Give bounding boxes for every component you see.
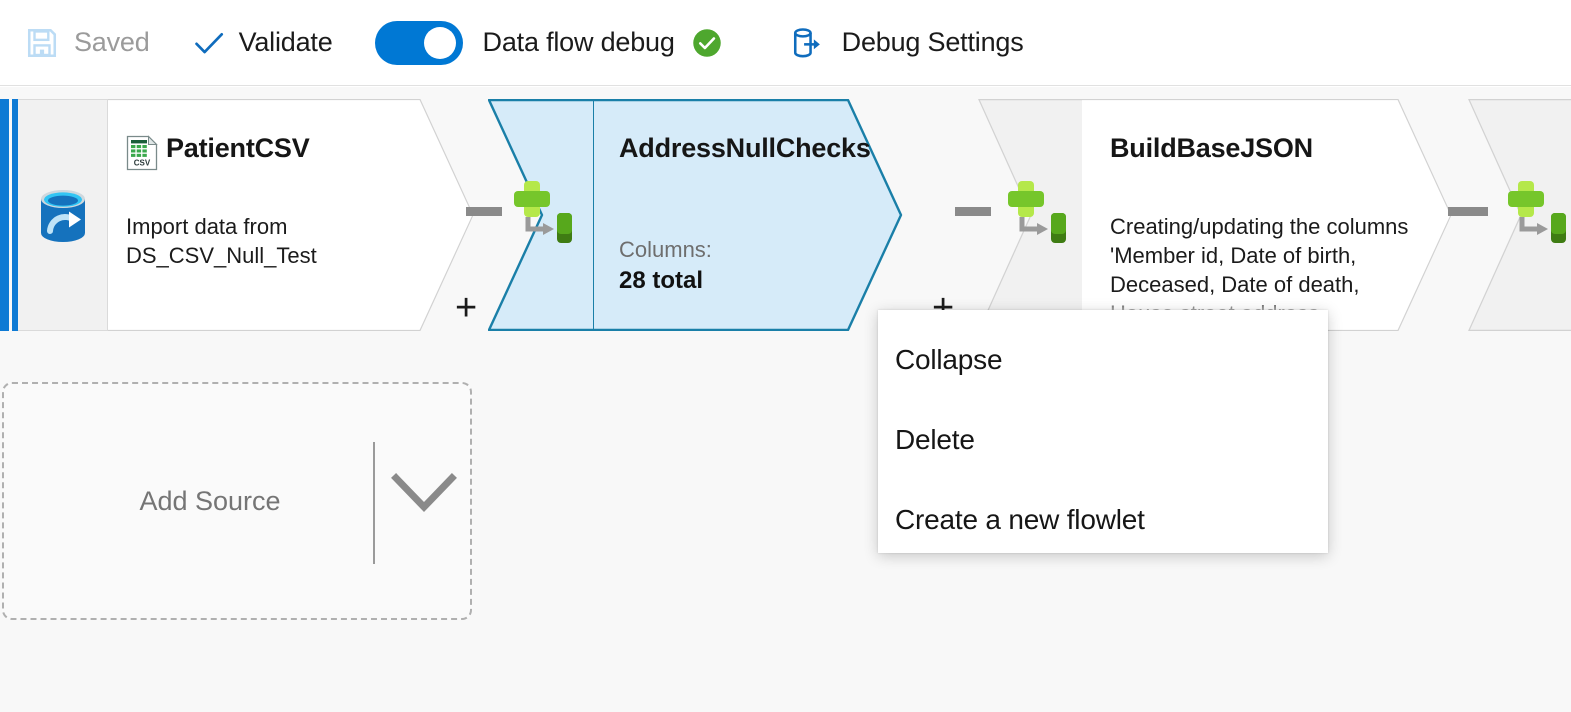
add-source-divider: [373, 442, 375, 564]
node-columns-value: 28 total: [619, 267, 704, 294]
data-flow-debug-toggle[interactable]: [374, 20, 463, 65]
debug-settings-button[interactable]: Debug Settings: [784, 15, 1030, 71]
validate-label: Validate: [238, 27, 333, 57]
node-selected-shape: [488, 99, 906, 331]
data-flow-debug-toggle-group[interactable]: Data flow debug: [369, 15, 728, 71]
svg-text:CSV: CSV: [134, 159, 151, 168]
data-flow-debug-label: Data flow debug: [482, 27, 675, 57]
node-title: AddressNullChecks: [619, 133, 871, 163]
context-menu-item-label: Create a new flowlet: [895, 504, 1145, 535]
checkmark-icon: [194, 32, 223, 53]
connector-3: [1448, 207, 1488, 216]
save-icon: [27, 28, 57, 57]
context-menu[interactable]: Collapse Delete Create a new flowlet: [878, 310, 1328, 553]
node-icon-strip: [18, 99, 108, 331]
node-strip-divider: [593, 100, 594, 330]
derived-column-icon: [1008, 181, 1066, 243]
toolbar: Saved Validate Data flow debug: [0, 0, 1571, 86]
context-menu-item-label: Collapse: [895, 344, 1003, 375]
flow-node-next-partial[interactable]: [1468, 99, 1571, 331]
flow-node-addressnullchecks[interactable]: AddressNullChecks Columns: 28 total +: [488, 99, 954, 331]
node-title: BuildBaseJSON: [1110, 133, 1313, 163]
node-body: [108, 99, 474, 331]
validate-button[interactable]: Validate: [186, 15, 339, 71]
node-title: PatientCSV: [166, 133, 310, 163]
green-check-circle-icon: [692, 28, 721, 57]
save-button[interactable]: Saved: [18, 15, 156, 71]
context-menu-item-delete[interactable]: Delete: [878, 400, 1328, 480]
connector-1: [466, 207, 502, 216]
save-label: Saved: [74, 27, 150, 57]
chevron-down-icon[interactable]: [389, 469, 459, 517]
add-source-button[interactable]: Add Source: [2, 382, 472, 620]
database-export-icon: [793, 27, 820, 57]
context-menu-item-collapse[interactable]: Collapse: [878, 320, 1328, 400]
add-source-label: Add Source: [139, 485, 281, 516]
flow-node-buildbasejson[interactable]: Creating/updating the columns 'Member id…: [978, 99, 1452, 331]
csv-file-icon: CSV: [126, 135, 158, 171]
node-columns-label: Columns:: [619, 237, 712, 262]
connector-2: [955, 207, 991, 216]
debug-settings-label: Debug Settings: [841, 27, 1024, 57]
derived-column-icon: [1508, 181, 1566, 243]
toggle-knob: [423, 26, 456, 59]
add-next-step-button[interactable]: +: [455, 287, 478, 329]
context-menu-item-create-flowlet[interactable]: Create a new flowlet: [878, 480, 1328, 560]
source-database-icon: [41, 190, 85, 242]
derived-column-icon: [514, 181, 572, 243]
context-menu-item-label: Delete: [895, 424, 975, 455]
node-accent-bar-outer: [0, 99, 9, 331]
node-accent-bar-inner: [12, 99, 18, 331]
